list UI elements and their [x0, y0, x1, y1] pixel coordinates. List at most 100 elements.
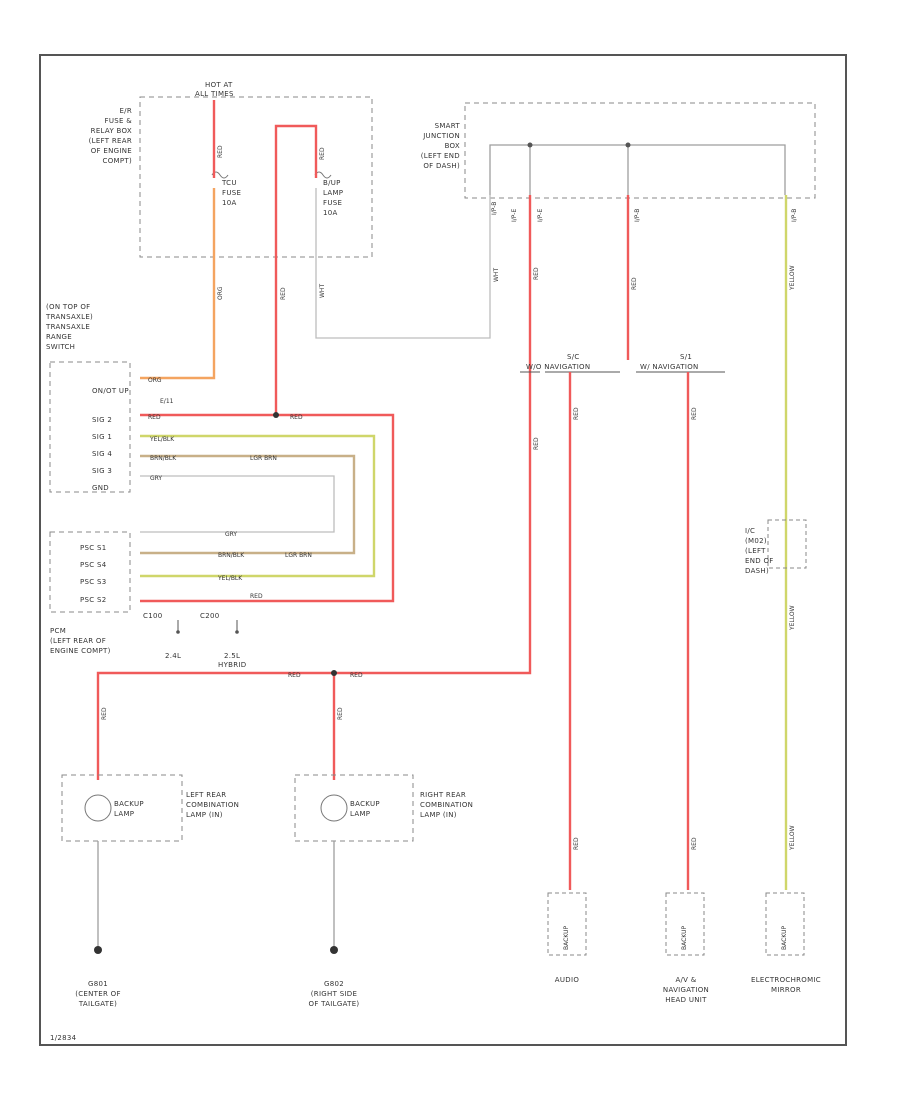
backup-lamp-fuse-label: B/UP LAMP FUSE 10A — [323, 179, 343, 217]
wire-label-red: RED — [337, 707, 344, 720]
wire-label-red: RED — [250, 593, 263, 600]
g802-line: OF TAILGATE) — [309, 1000, 360, 1008]
wire-label-red: RED — [631, 277, 638, 290]
right-lamp-inner: BACKUP — [350, 800, 380, 808]
splice-left-label: W/O NAVIGATION — [526, 363, 590, 371]
av-nav-unit-outline — [665, 892, 705, 956]
splice-right-code: S/1 — [680, 353, 692, 361]
av-nav-name: NAVIGATION — [663, 986, 709, 994]
trans-range-outline — [49, 361, 131, 493]
splice-dot — [331, 670, 337, 676]
fuse-box-name-line: RELAY BOX — [91, 127, 132, 135]
c100-stub-dot — [176, 630, 180, 634]
mirror-backup-pin: BACKUP — [781, 926, 788, 950]
sjb-pin-label: I/P-B — [634, 209, 641, 222]
wire-yellow-sig1-psc-s3 — [140, 434, 376, 578]
audio-backup-pin: BACKUP — [563, 926, 570, 950]
wire-brown-sig4-psc-s4 — [140, 454, 356, 555]
wire-label-red: RED — [288, 672, 301, 679]
right-lamp-inner: LAMP — [350, 810, 370, 818]
wire-label-red: RED — [533, 267, 540, 280]
wire-label-brown: BRN/BLK — [218, 552, 245, 559]
trs-pin: SIG 4 — [92, 450, 112, 458]
wire-label-wht: WHT — [319, 284, 326, 298]
fuse-box-name: E/R FUSE & RELAY BOX (LEFT REAR OF ENGIN… — [89, 107, 133, 165]
pcm-outline — [49, 531, 131, 613]
hot-at-label: HOT AT — [205, 81, 233, 89]
fuse-box-name-line: FUSE & — [105, 117, 133, 125]
left-lamp-name: LEFT REAR — [186, 791, 226, 799]
left-backup-lamp-icon — [84, 794, 112, 822]
av-nav-name: HEAD UNIT — [665, 996, 707, 1004]
wire-label-brown2: LGR BRN — [285, 552, 312, 559]
wire-label-orange-h: ORG — [148, 377, 162, 384]
wire-label-red: RED — [319, 147, 326, 160]
trs-pin: SIG 3 — [92, 467, 112, 475]
ic-name-line: I/C — [745, 527, 755, 535]
left-lamp-inner: LAMP — [114, 810, 134, 818]
engine-2-5l: 2.5L — [224, 652, 240, 660]
ic-connector-name: I/C (M02) (LEFT END OF DASH) — [745, 527, 773, 575]
wire-label-brown: BRN/BLK — [150, 455, 177, 462]
wire-gray-backup-to-sjb — [315, 188, 491, 339]
wire-label-yellow2: YELLOW — [789, 605, 796, 631]
backup-fuse-symbol — [314, 171, 332, 179]
pcm-conn-c200: C200 — [200, 612, 219, 620]
sjb-junction-dot — [527, 142, 533, 148]
trs-conn-label: E/11 — [160, 398, 174, 405]
ic-name-line: DASH) — [745, 567, 769, 575]
trs-name-line: TRANSAXLE — [45, 323, 90, 331]
splice-dot — [273, 412, 279, 418]
fuse-box-outline — [139, 96, 373, 258]
sjb-name-line: SMART — [435, 122, 461, 130]
wire-red-sjb-to-lamps — [96, 195, 532, 780]
trs-name-line: (ON TOP OF — [46, 303, 90, 311]
diagram-frame — [39, 54, 847, 1046]
g801-line: TAILGATE) — [78, 1000, 117, 1008]
pcm-name-line: ENGINE COMPT) — [50, 647, 111, 655]
trs-name-line: SWITCH — [46, 343, 75, 351]
wire-label-red: RED — [573, 407, 580, 420]
wire-label-red: RED — [533, 437, 540, 450]
pcm-name: PCM (LEFT REAR OF ENGINE COMPT) — [50, 627, 111, 655]
ic-name-line: (LEFT — [745, 547, 766, 555]
wire-label-gray: GRY — [225, 531, 237, 538]
wire-red-backup-fuse-loop — [274, 124, 318, 415]
wire-label-gray: GRY — [150, 475, 162, 482]
wire-label-yellow: YEL/BLK — [217, 575, 243, 582]
right-backup-lamp-icon — [320, 794, 348, 822]
trs-name-line: RANGE — [46, 333, 72, 341]
ic-connector-outline — [767, 519, 807, 569]
wire-label-orange: ORG — [217, 286, 224, 300]
sjb-name-line: (LEFT END — [421, 152, 460, 160]
g801-line: (CENTER OF — [75, 990, 121, 998]
smart-junction-name: SMART JUNCTION BOX (LEFT END OF DASH) — [421, 122, 461, 170]
diagram-code: 1/2834 — [50, 1034, 77, 1042]
ground-g802-label: G802 (RIGHT SIDE OF TAILGATE) — [309, 980, 360, 1008]
tcu-fuse-label: TCU FUSE 10A — [221, 179, 241, 207]
wire-label-red: RED — [691, 407, 698, 420]
mirror-name: MIRROR — [771, 986, 801, 994]
left-lamp-name: COMBINATION — [186, 801, 239, 809]
sjb-name-line: BOX — [445, 142, 460, 150]
wire-label-red: RED — [573, 837, 580, 850]
smart-junction-outline — [464, 102, 816, 199]
backup-fuse-line: B/UP — [323, 179, 341, 187]
pcm-pin: PSC S3 — [80, 578, 106, 586]
wire-label-red: RED — [290, 414, 303, 421]
sjb-name-line: OF DASH) — [423, 162, 460, 170]
pcm-conn-c100: C100 — [143, 612, 162, 620]
engine-hybrid: HYBRID — [218, 661, 246, 669]
pcm-pin: PSC S4 — [80, 561, 107, 569]
hot-at-label-2: ALL TIMES — [195, 90, 234, 98]
wire-label-brown2: LGR BRN — [250, 455, 277, 462]
g801-line: G801 — [88, 980, 108, 988]
wire-label-red: RED — [101, 707, 108, 720]
splice-right-label: W/ NAVIGATION — [640, 363, 699, 371]
fuse-box-name-line: OF ENGINE — [91, 147, 132, 155]
wire-label-red: RED — [691, 837, 698, 850]
trs-pin: SIG 2 — [92, 416, 112, 424]
wire-label-yellow2: YELLOW — [789, 825, 796, 851]
fuse-box-name-line: (LEFT REAR — [89, 137, 132, 145]
